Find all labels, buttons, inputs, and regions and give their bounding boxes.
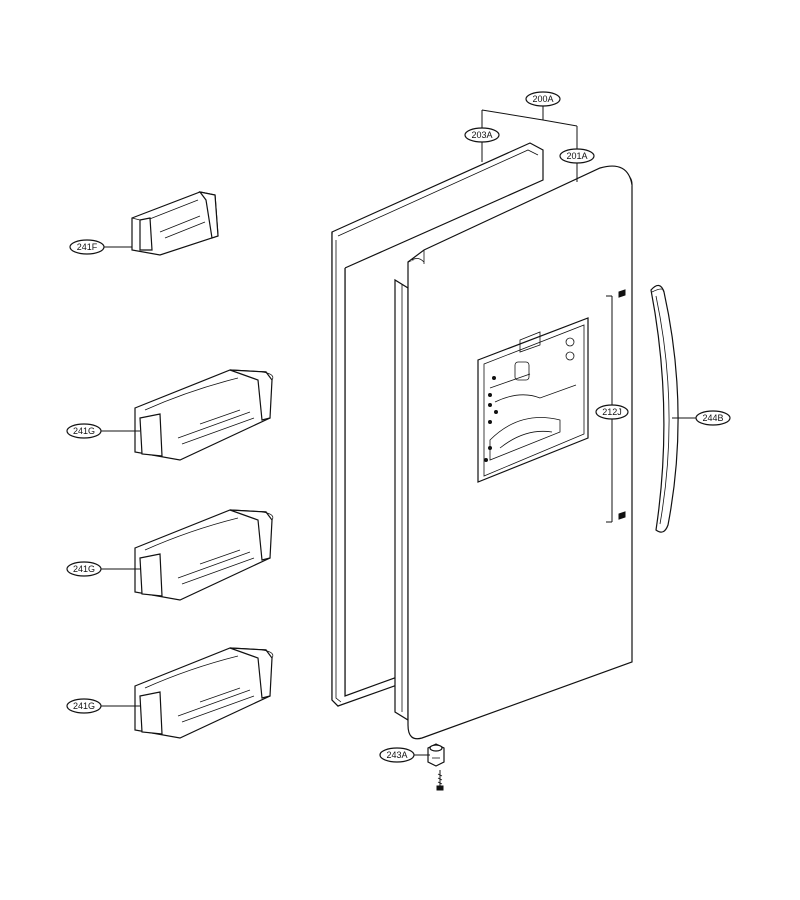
callout-244B: 244B bbox=[695, 410, 731, 426]
door-bin-large-2 bbox=[134, 509, 274, 601]
svg-text:244B: 244B bbox=[702, 413, 723, 423]
callout-212J: 212J bbox=[595, 404, 629, 420]
svg-text:203A: 203A bbox=[471, 130, 492, 140]
svg-text:212J: 212J bbox=[602, 407, 622, 417]
door-handle bbox=[650, 284, 679, 533]
callout-203A: 203A bbox=[464, 127, 500, 143]
bottom-hinge bbox=[427, 743, 445, 791]
svg-text:200A: 200A bbox=[532, 94, 553, 104]
callout-241F: 241F bbox=[69, 239, 105, 255]
callout-200A: 200A bbox=[525, 91, 561, 107]
callout-243A: 243A bbox=[379, 747, 415, 763]
svg-text:241F: 241F bbox=[77, 242, 98, 252]
door-bin-small bbox=[131, 191, 219, 256]
callout-241G-1: 241G bbox=[66, 423, 102, 439]
dispenser-recess bbox=[477, 317, 589, 483]
door-bin-large-3 bbox=[134, 647, 274, 739]
leader-lines bbox=[101, 106, 696, 756]
svg-text:243A: 243A bbox=[386, 750, 407, 760]
svg-text:201A: 201A bbox=[566, 151, 587, 161]
svg-text:241G: 241G bbox=[73, 564, 95, 574]
callout-201A: 201A bbox=[559, 148, 595, 164]
door-panel bbox=[394, 165, 633, 740]
svg-text:241G: 241G bbox=[73, 426, 95, 436]
svg-text:241G: 241G bbox=[73, 701, 95, 711]
handle-screws bbox=[618, 289, 626, 520]
door-bin-large-1 bbox=[134, 369, 274, 461]
callout-241G-3: 241G bbox=[66, 698, 102, 714]
callout-241G-2: 241G bbox=[66, 561, 102, 577]
